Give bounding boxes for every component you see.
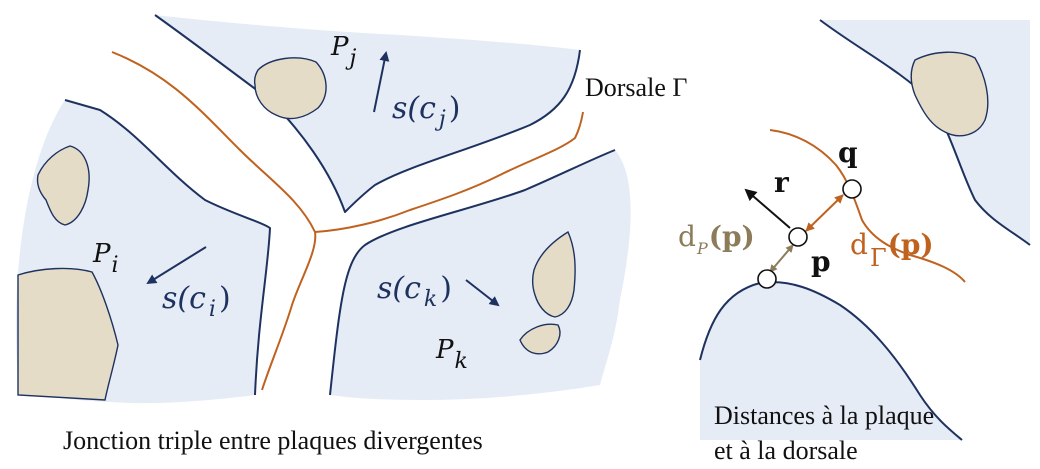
continent-right bbox=[910, 51, 989, 137]
point-p bbox=[788, 227, 808, 247]
arrow-d-plate bbox=[769, 244, 794, 273]
right-plate-upper bbox=[819, 19, 1031, 246]
plate-k-label: Pk bbox=[435, 335, 468, 374]
right-plate-upper-boundary bbox=[819, 19, 1031, 246]
ridge-label: Dorsale Γ bbox=[585, 73, 687, 102]
plate-k-boundary bbox=[329, 149, 616, 396]
ridge-line-branch bbox=[314, 111, 584, 233]
plate-j bbox=[154, 14, 581, 213]
arrow-s-ck bbox=[465, 279, 500, 307]
label-d-ridge: dΓ(p) bbox=[850, 228, 934, 272]
label-p: p bbox=[811, 245, 831, 278]
plate-k bbox=[329, 149, 631, 400]
caption-right-line2: et à la dorsale bbox=[714, 436, 858, 465]
label-r: r bbox=[774, 166, 790, 199]
label-q: q bbox=[838, 136, 858, 169]
continent-k-2 bbox=[519, 323, 561, 355]
arrow-s-ci bbox=[146, 246, 207, 285]
arrow-d-ridge bbox=[805, 194, 844, 232]
right-plate-lower-boundary bbox=[699, 281, 963, 441]
continent-j bbox=[253, 57, 327, 120]
plate-j-boundary bbox=[154, 14, 581, 213]
continent-i-1 bbox=[36, 145, 90, 226]
continent-k-1 bbox=[531, 230, 576, 318]
right-ridge-line bbox=[769, 129, 966, 283]
caption-left: Jonction triple entre plaques divergente… bbox=[63, 426, 483, 455]
ridge-line bbox=[111, 51, 317, 391]
plate-i-label: Pi bbox=[92, 239, 119, 278]
label-d-plate: dP(p) bbox=[678, 220, 755, 258]
point-plate bbox=[757, 269, 777, 289]
right-plate-lower bbox=[699, 281, 963, 441]
continent-i-2 bbox=[17, 267, 119, 401]
plate-i-boundary bbox=[64, 99, 271, 396]
point-q bbox=[842, 179, 862, 199]
caption-right-line1: Distances à la plaque bbox=[714, 401, 934, 430]
arrow-r bbox=[744, 188, 791, 229]
arrow-s-cj bbox=[373, 51, 390, 113]
